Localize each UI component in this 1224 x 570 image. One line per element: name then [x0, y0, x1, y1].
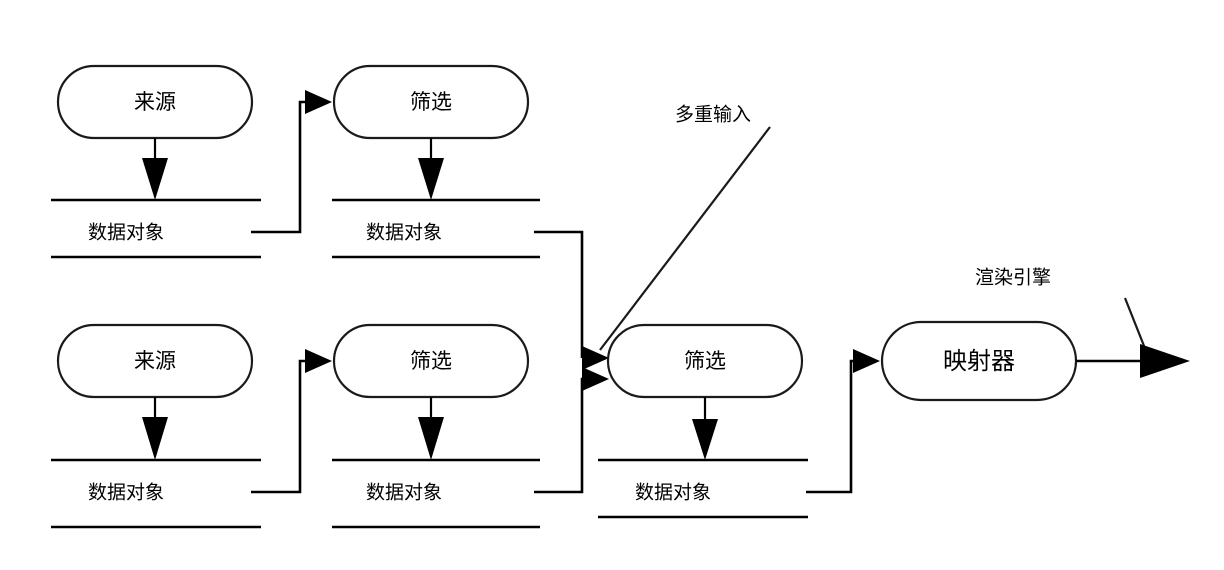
data-object-5-label: 数据对象 — [635, 482, 711, 504]
edge-data5-to-mapper — [806, 349, 880, 494]
edge-data4-to-filter3 — [534, 367, 609, 494]
edge-data2-to-filter3 — [534, 230, 609, 370]
arrowhead-right-icon — [305, 90, 332, 114]
data-object-4-label: 数据对象 — [366, 482, 442, 504]
edge-data3-to-filter2 — [251, 349, 332, 494]
edge-source1-to-data1 — [142, 138, 168, 200]
node-mapper[interactable]: 映射器 — [880, 320, 1078, 402]
node-filter-3-label: 筛选 — [684, 349, 726, 373]
data-object-1-label: 数据对象 — [88, 222, 164, 244]
node-source-1-label: 来源 — [134, 90, 176, 114]
edge-filter1-to-data2 — [418, 138, 444, 200]
edge-source2-to-data3 — [142, 397, 168, 460]
arrowhead-down-icon — [418, 417, 444, 460]
data-object-2-label: 数据对象 — [366, 222, 442, 244]
node-mapper-label: 映射器 — [943, 347, 1015, 375]
data-object-1: 数据对象 — [51, 198, 261, 259]
node-filter-3[interactable]: 筛选 — [606, 323, 804, 399]
node-source-1[interactable]: 来源 — [56, 64, 254, 140]
arrowhead-right-icon — [582, 367, 609, 391]
data-object-3-label: 数据对象 — [88, 482, 164, 504]
data-object-4: 数据对象 — [332, 458, 540, 529]
node-filter-2[interactable]: 筛选 — [332, 323, 530, 399]
node-filter-1[interactable]: 筛选 — [332, 64, 530, 140]
edge-filter3-to-data5 — [692, 397, 718, 460]
node-filter-1-label: 筛选 — [410, 90, 452, 114]
arrowhead-down-icon — [142, 158, 168, 200]
data-object-2: 数据对象 — [332, 198, 540, 259]
data-object-3: 数据对象 — [51, 458, 261, 529]
arrowhead-down-icon — [418, 158, 444, 200]
arrowhead-right-icon — [853, 349, 880, 373]
node-filter-2-label: 筛选 — [410, 349, 452, 373]
arrowhead-right-icon — [305, 349, 332, 373]
arrowhead-down-icon — [142, 417, 168, 460]
node-source-2[interactable]: 来源 — [56, 323, 254, 399]
edge-data1-to-filter1 — [251, 90, 332, 234]
data-object-5: 数据对象 — [598, 458, 808, 519]
arrowhead-down-icon — [692, 419, 718, 460]
annotation-multi-input-label: 多重输入 — [675, 104, 751, 126]
edge-mapper-to-output — [1076, 344, 1190, 378]
arrowhead-right-icon — [582, 346, 609, 370]
annotation-multi-input: 多重输入 — [599, 104, 771, 351]
node-source-2-label: 来源 — [134, 349, 176, 373]
annotation-render-engine-label: 渲染引擎 — [975, 267, 1051, 289]
arrowhead-right-icon — [1140, 344, 1190, 378]
edge-filter2-to-data4 — [418, 397, 444, 460]
annotation-multi-input-leader — [599, 126, 771, 351]
